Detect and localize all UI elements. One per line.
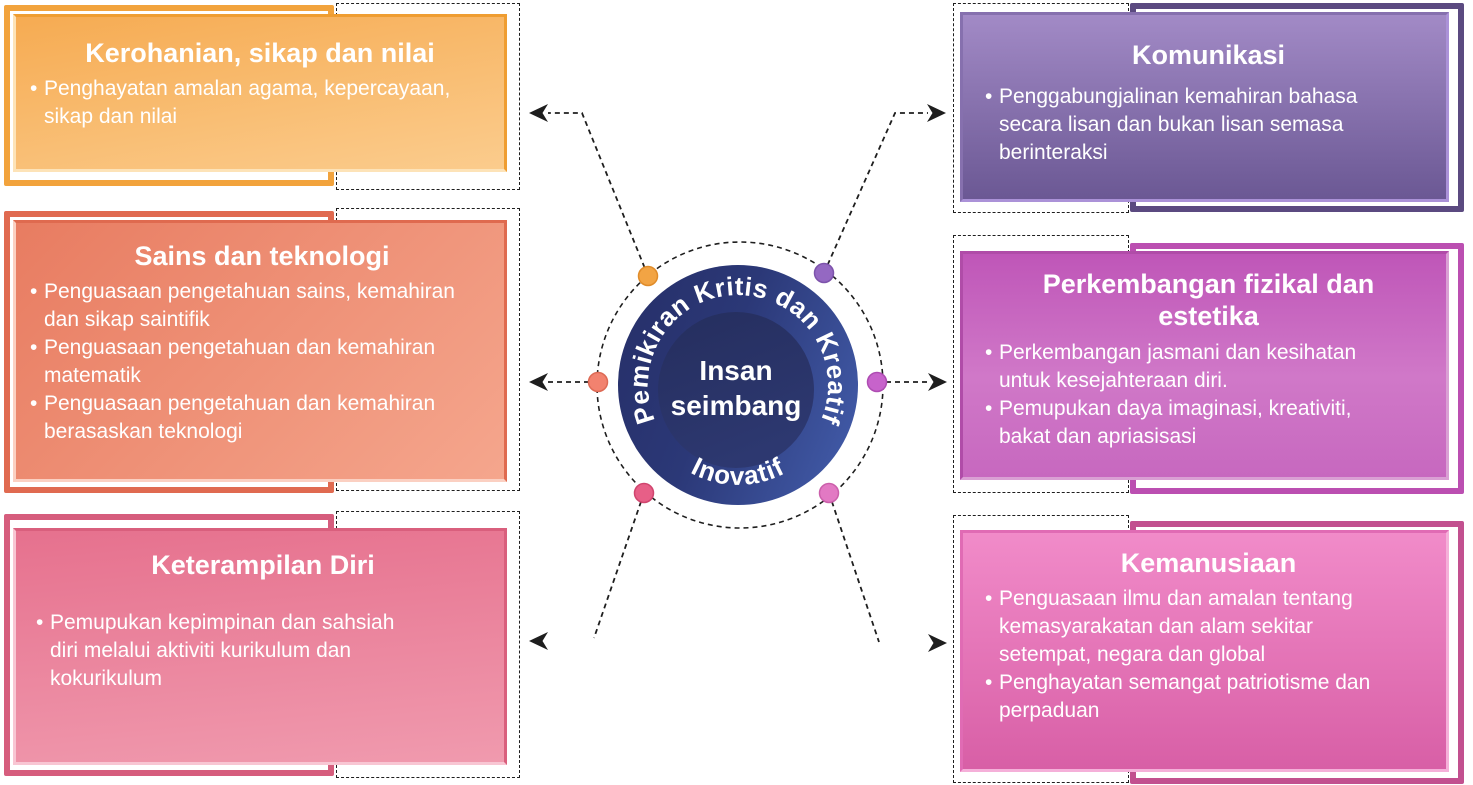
bullet-icon: •	[30, 336, 38, 360]
list-item: •Penghayatan semangat patriotisme dan pe…	[985, 669, 1432, 725]
box-komunikasi-body: •Penggabungjalinan kemahiran bahasa seca…	[985, 83, 1432, 167]
box-keterampilan-body: •Pemupukan kepimpinan dan sahsiah diri m…	[36, 609, 490, 693]
list-item: •Perkembangan jasmani dan kesihatan untu…	[985, 339, 1432, 395]
box-komunikasi: Komunikasi •Penggabungjalinan kemahiran …	[960, 12, 1449, 202]
arrowhead-komunikasi	[927, 104, 946, 122]
hub-core-label: Insan seimbang	[636, 353, 836, 423]
box-sains-body: •Penguasaan pengetahuan sains, kemahiran…	[30, 278, 494, 446]
arrowhead-perkembangan	[928, 373, 947, 391]
hub-core-line2: seimbang	[670, 390, 802, 421]
list-item: •Penguasaan pengetahuan dan kemahiran ma…	[30, 334, 494, 390]
arrowhead-kemanusiaan	[928, 634, 947, 652]
connector-kerohanian	[548, 112, 649, 277]
box-perkembangan-body: •Perkembangan jasmani dan kesihatan untu…	[985, 339, 1432, 451]
box-kemanusiaan-body: •Penguasaan ilmu dan amalan tentang kema…	[985, 585, 1432, 725]
box-keterampilan: Keterampilan Diri •Pemupukan kepimpinan …	[13, 528, 507, 765]
box-sains-title: Sains dan teknologi	[134, 241, 390, 271]
list-item: •Penghayatan amalan agama, kepercayaan, …	[30, 75, 490, 131]
orbit-dot-perkembangan	[866, 371, 888, 393]
arrowhead-sains	[529, 373, 548, 391]
arrowhead-kerohanian	[529, 104, 548, 122]
box-kemanusiaan: Kemanusiaan •Penguasaan ilmu dan amalan …	[960, 530, 1449, 772]
orbit-dot-kerohanian	[637, 265, 659, 287]
hub-core-line1: Insan	[699, 355, 773, 386]
bullet-icon: •	[985, 85, 993, 109]
bullet-icon: •	[30, 77, 38, 101]
box-perkembangan: Perkembangan fizikal dan estetika •Perke…	[960, 251, 1449, 480]
box-kerohanian: Kerohanian, sikap dan nilai •Penghayatan…	[13, 14, 507, 172]
list-item: •Pemupukan daya imaginasi, kreativiti, b…	[985, 395, 1432, 451]
hub-core	[658, 312, 814, 468]
box-sains: Sains dan teknologi •Penguasaan pengetah…	[13, 220, 507, 482]
connector-kemanusiaan	[828, 492, 880, 643]
orbit-dot-sains	[587, 371, 609, 393]
box-kerohanian-title: Kerohanian, sikap dan nilai	[85, 38, 435, 68]
bullet-icon: •	[30, 392, 38, 416]
box-keterampilan-title: Keterampilan Diri	[151, 550, 375, 580]
bullet-icon: •	[36, 611, 44, 635]
list-item: •Penggabungjalinan kemahiran bahasa seca…	[985, 83, 1432, 167]
box-kemanusiaan-title: Kemanusiaan	[1120, 548, 1297, 578]
bullet-icon: •	[985, 340, 993, 364]
box-perkembangan-title: Perkembangan fizikal dan estetika	[1042, 269, 1375, 332]
list-item: •Penguasaan pengetahuan sains, kemahiran…	[30, 278, 494, 334]
arrowhead-keterampilan	[529, 632, 548, 650]
connector-komunikasi	[823, 112, 928, 274]
bullet-icon: •	[985, 587, 993, 611]
list-item: •Pemupukan kepimpinan dan sahsiah diri m…	[36, 609, 490, 693]
bullet-icon: •	[30, 280, 38, 304]
list-item: •Penguasaan pengetahuan dan kemahiran be…	[30, 390, 494, 446]
orbit-dot-kemanusiaan	[818, 482, 840, 504]
connector-keterampilan	[593, 492, 645, 639]
orbit-dot-komunikasi	[813, 262, 835, 284]
bullet-icon: •	[985, 396, 993, 420]
box-kerohanian-body: •Penghayatan amalan agama, kepercayaan, …	[30, 75, 490, 131]
box-komunikasi-title: Komunikasi	[1131, 40, 1286, 70]
list-item: •Penguasaan ilmu dan amalan tentang kema…	[985, 585, 1432, 669]
bullet-icon: •	[985, 671, 993, 695]
orbit-dot-keterampilan	[633, 482, 655, 504]
